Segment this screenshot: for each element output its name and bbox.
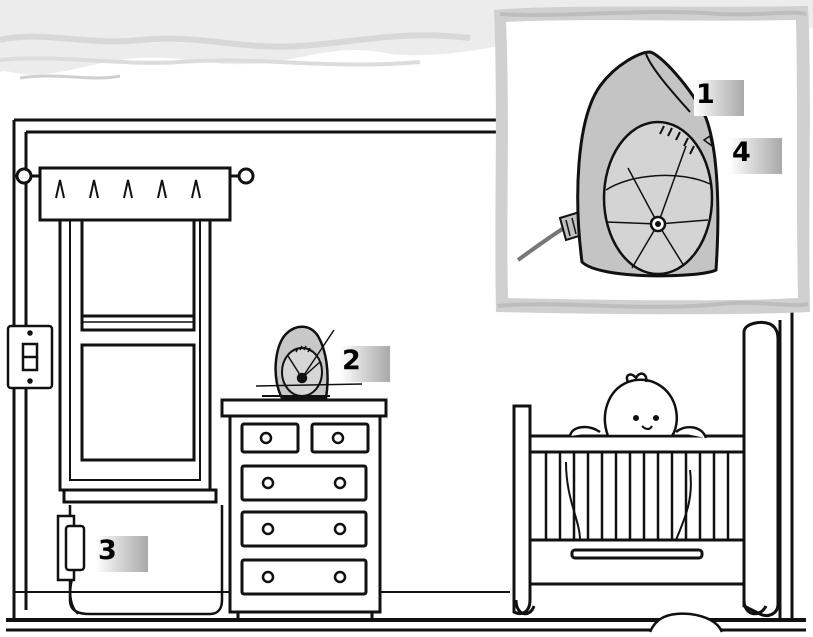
wall-outlet-adapter — [56, 514, 86, 615]
crib — [512, 320, 780, 618]
window — [58, 188, 224, 616]
callout-1-number: 1 — [696, 79, 715, 110]
curtain-valance — [15, 166, 255, 222]
callout-1: 1 — [694, 79, 744, 116]
light-switch — [6, 324, 54, 390]
monitor-on-dresser — [255, 325, 363, 400]
floor-item — [648, 612, 724, 633]
dresser — [220, 398, 388, 620]
callout-3-number: 3 — [98, 535, 117, 566]
baby — [565, 372, 708, 541]
callout-4-number: 4 — [732, 137, 751, 168]
monitor-detail — [516, 50, 720, 278]
callout-4: 4 — [730, 137, 782, 174]
callout-3: 3 — [96, 535, 148, 572]
callout-2-number: 2 — [342, 345, 361, 376]
callout-2: 2 — [340, 345, 390, 382]
